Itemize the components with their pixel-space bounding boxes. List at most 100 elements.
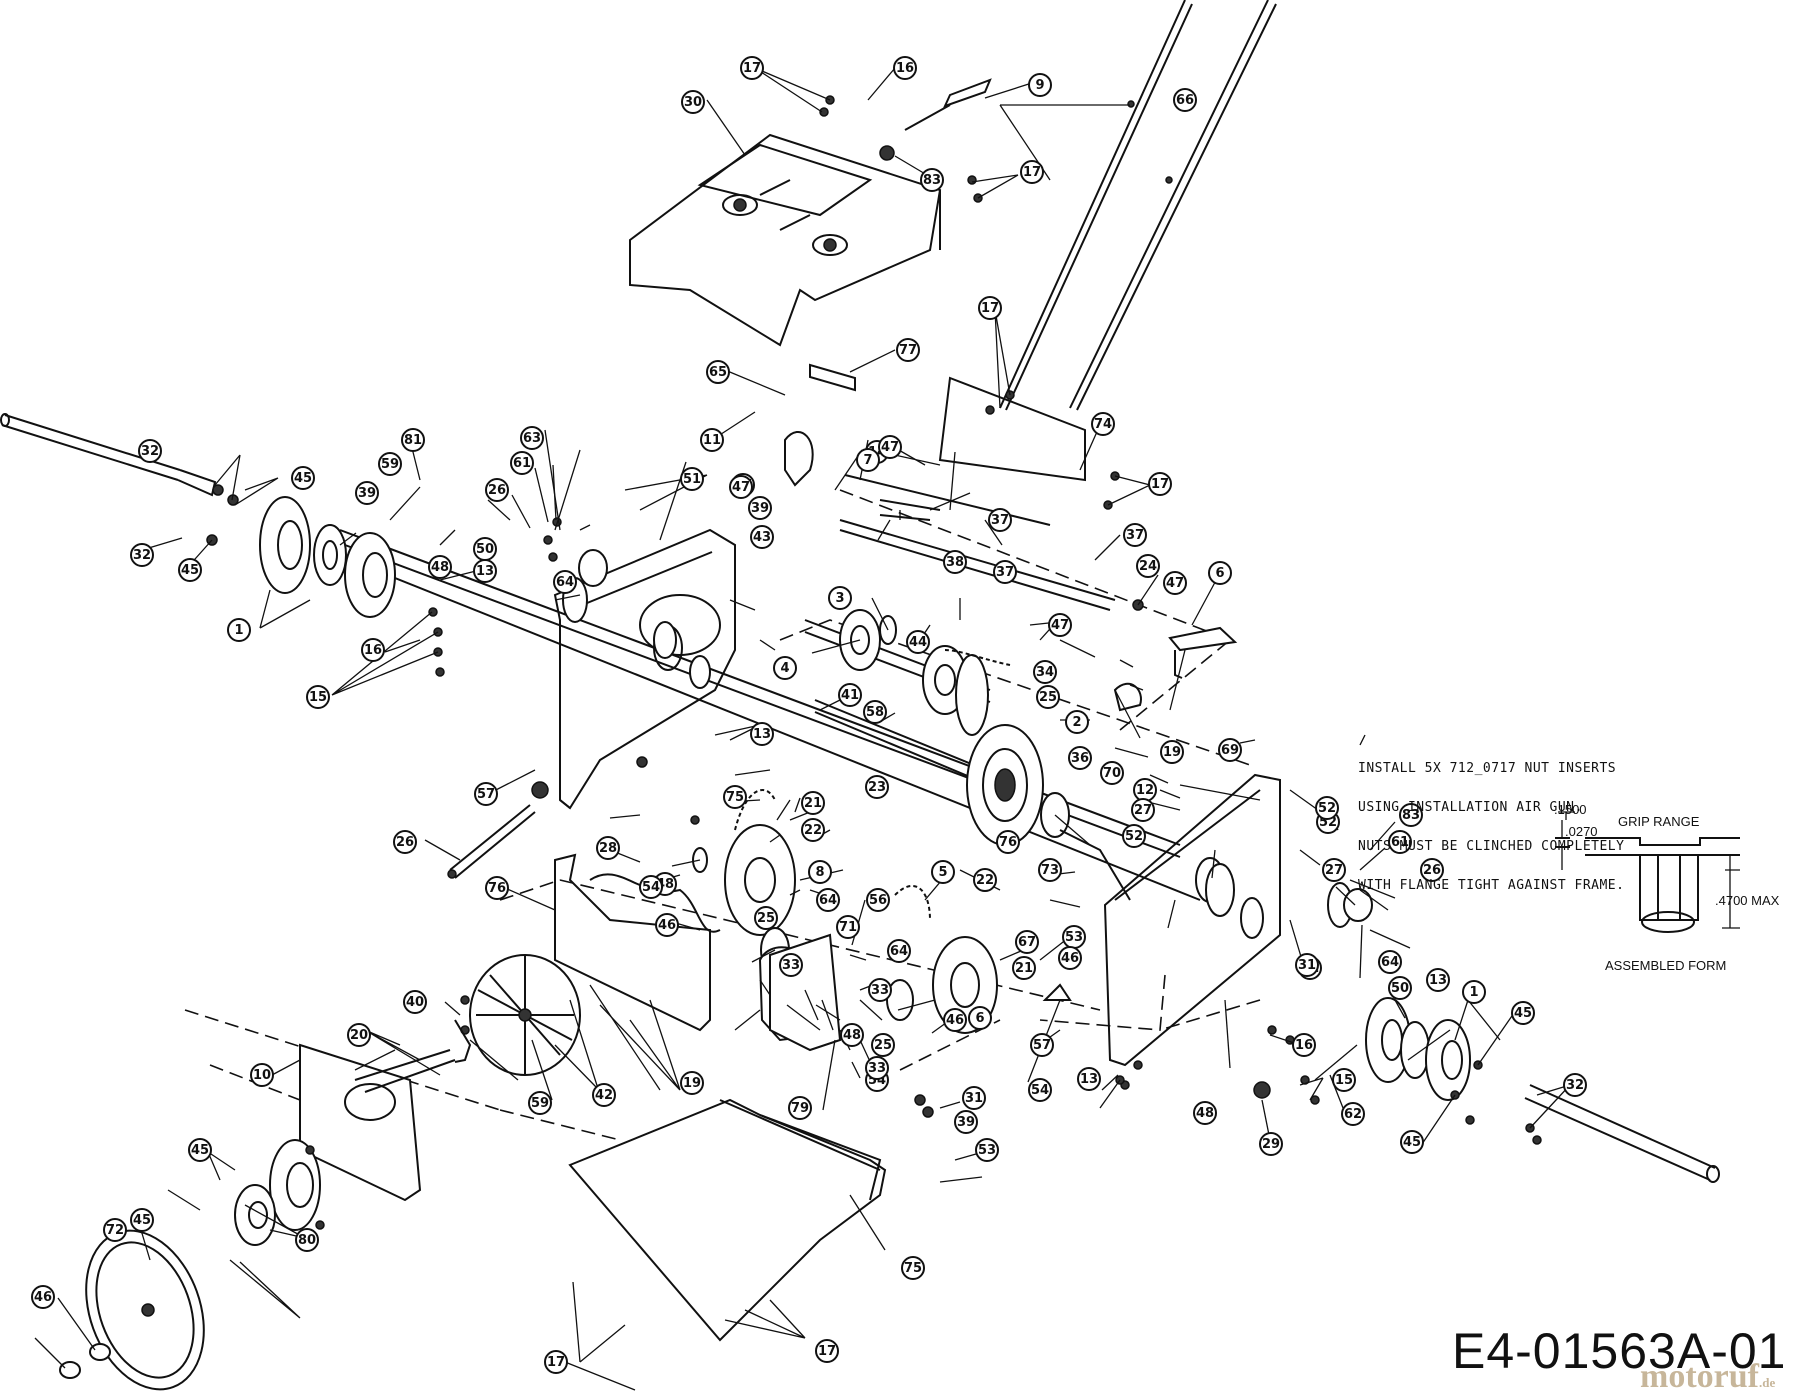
callout-number: 45: [294, 471, 312, 486]
callout-number: 47: [732, 480, 750, 495]
callout-number: 41: [841, 688, 859, 703]
callout-circle: [750, 525, 774, 549]
callout-circle: [878, 435, 902, 459]
callout-number: 17: [1151, 477, 1169, 492]
callout-number: 6: [975, 1011, 984, 1026]
callout-circle: [1131, 798, 1155, 822]
callout-30: 30: [681, 90, 705, 114]
callout-53: 53: [975, 1138, 999, 1162]
callout-circle: [401, 428, 425, 452]
callout-circle: [428, 555, 452, 579]
callout-17: 17: [1148, 472, 1172, 496]
callout-53: 53: [1062, 925, 1086, 949]
callout-number: 17: [547, 1355, 565, 1370]
callout-59: 59: [528, 1091, 552, 1115]
callout-29: 29: [1259, 1132, 1283, 1156]
callout-circle: [973, 868, 997, 892]
callout-circle: [485, 478, 509, 502]
callout-circle: [1388, 976, 1412, 1000]
callout-circle: [1259, 1132, 1283, 1156]
callout-number: 57: [477, 787, 495, 802]
callout-37: 37: [1123, 523, 1147, 547]
callout-number: 45: [181, 563, 199, 578]
callout-number: 13: [1429, 973, 1447, 988]
grip-range-detail: [1555, 811, 1740, 933]
callout-circle: [485, 876, 509, 900]
callout-44: 44: [906, 630, 930, 654]
callout-number: 31: [1298, 958, 1316, 973]
frame-right-plate: [1103, 773, 1281, 1067]
callout-1: 1: [227, 618, 251, 642]
diagram-code: E4-01563A-01: [1452, 1323, 1787, 1379]
callout-50: 50: [1388, 976, 1412, 1000]
callout-number: 59: [381, 457, 399, 472]
callout-number: 28: [599, 841, 617, 856]
callout-number: 40: [406, 995, 424, 1010]
callout-circle: [754, 906, 778, 930]
callout-45: 45: [178, 558, 202, 582]
axle-left: [0, 413, 217, 497]
dim-upper: .1500: [1554, 802, 1587, 817]
callout-circle: [838, 683, 862, 707]
callout-4: 4: [773, 656, 797, 680]
callout-number: 24: [1139, 559, 1157, 574]
callout-52: 52: [1315, 796, 1339, 820]
drive-chains: [734, 649, 1011, 921]
callout-61: 61: [1388, 830, 1412, 854]
callout-circle: [1511, 1001, 1535, 1025]
callout-34: 34: [1033, 660, 1057, 684]
callout-number: 72: [106, 1223, 124, 1238]
callout-circle: [355, 481, 379, 505]
callout-circle: [306, 685, 330, 709]
callout-circle: [723, 785, 747, 809]
callout-16: 16: [361, 638, 385, 662]
callout-number: 46: [1061, 951, 1079, 966]
callout-31: 31: [962, 1086, 986, 1110]
callout-2: 2: [1065, 710, 1089, 734]
right-bearing-flanges: [1205, 863, 1471, 1101]
callout-number: 26: [396, 835, 414, 850]
callout-circle: [968, 1006, 992, 1030]
callout-26: 26: [1420, 858, 1444, 882]
callout-56: 56: [866, 888, 890, 912]
callout-number: 64: [556, 575, 574, 590]
callout-13: 13: [473, 559, 497, 583]
callout-number: 33: [782, 958, 800, 973]
callout-circle: [347, 1023, 371, 1047]
callout-circle: [1173, 88, 1197, 112]
callout-circle: [943, 1008, 967, 1032]
callout-47: 47: [1163, 571, 1187, 595]
callout-circle: [865, 775, 889, 799]
callout-32: 32: [1563, 1073, 1587, 1097]
callout-17: 17: [1020, 160, 1044, 184]
callout-circle: [1163, 571, 1187, 595]
callout-number: 66: [1176, 93, 1194, 108]
callout-number: 13: [753, 727, 771, 742]
callout-circle: [592, 1083, 616, 1107]
callout-number: 12: [1136, 783, 1154, 798]
callout-54: 54: [1028, 1078, 1052, 1102]
tensioner-block: [769, 933, 842, 1052]
callout-circle: [474, 782, 498, 806]
callout-7: 7: [856, 448, 880, 472]
callout-circle: [1065, 710, 1089, 734]
callout-number: 13: [476, 564, 494, 579]
callout-circle: [920, 168, 944, 192]
callout-32: 32: [138, 439, 162, 463]
callout-number: 54: [642, 880, 660, 895]
callout-circle: [1208, 561, 1232, 585]
callout-number: 27: [1325, 863, 1343, 878]
callout-number: 10: [253, 1068, 271, 1083]
callout-circle: [1315, 796, 1339, 820]
callout-circle: [996, 830, 1020, 854]
callout-number: 73: [1041, 863, 1059, 878]
callout-circle: [1015, 930, 1039, 954]
callout-number: 16: [1295, 1038, 1313, 1053]
callout-48: 48: [1193, 1101, 1217, 1125]
callout-number: 45: [1403, 1135, 1421, 1150]
callout-46: 46: [31, 1285, 55, 1309]
callout-9: 9: [1028, 73, 1052, 97]
callout-number: 25: [1039, 690, 1057, 705]
callout-28: 28: [596, 836, 620, 860]
callout-circle: [596, 836, 620, 860]
